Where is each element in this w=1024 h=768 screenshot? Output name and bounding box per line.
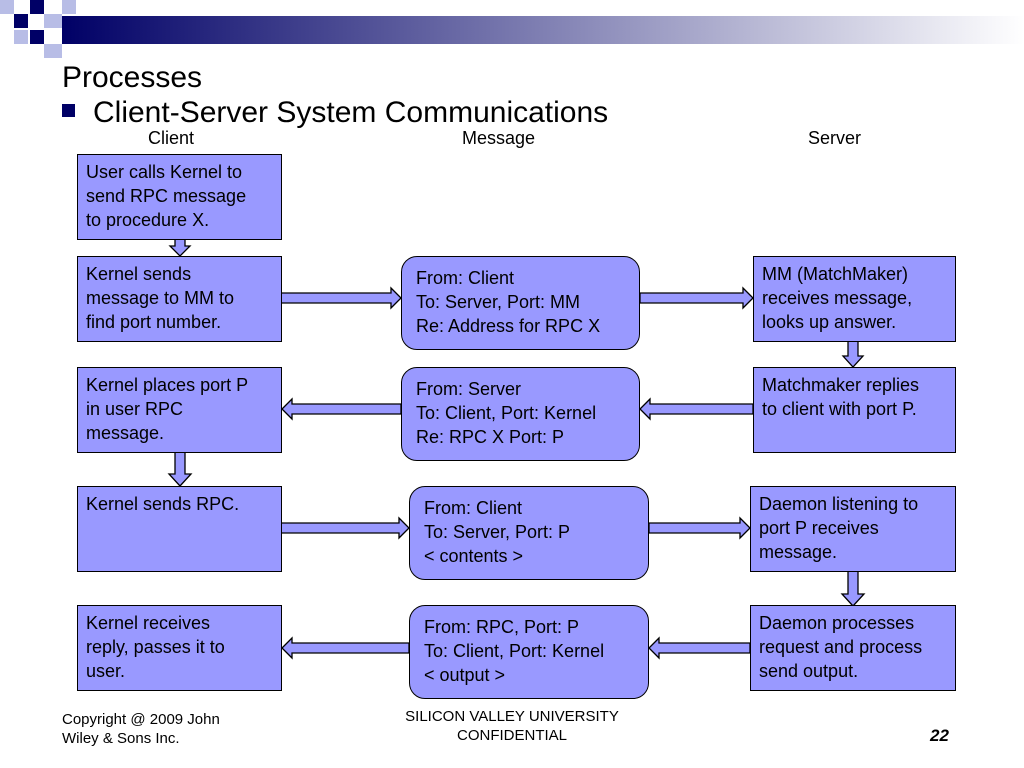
footer-copyright: Copyright @ 2009 John Wiley & Sons Inc. [62,711,220,747]
arrow-right-client2-msg1 [280,286,402,310]
client-step-4: Kernel sends RPC. [77,486,282,572]
message-4: From: RPC, Port: P To: Client, Port: Ker… [409,605,649,699]
footer-confidential: SILICON VALLEY UNIVERSITY CONFIDENTIAL [405,708,619,744]
arrow-left-server4-msg4 [648,636,751,660]
message-2: From: Server To: Client, Port: Kernel Re… [401,367,640,461]
client-step-5: Kernel receives reply, passes it to user… [77,605,282,691]
server-step-2: Matchmaker replies to client with port P… [753,367,956,453]
square-bullet-icon [62,104,75,117]
slide-subtitle: Client-Server System Communications [62,95,608,131]
arrow-right-msg3-server3 [648,516,751,540]
arrow-left-msg4-client5 [281,636,410,660]
arrow-down-client1-client2 [168,238,192,257]
subtitle-text: Client-Server System Communications [93,96,609,129]
message-3: From: Client To: Server, Port: P < conte… [409,486,649,580]
server-step-1: MM (MatchMaker) receives message, looks … [753,256,956,342]
arrow-right-msg1-server1 [639,286,754,310]
column-header-message: Message [462,128,536,148]
arrow-down-client3-client4 [167,451,193,487]
client-step-1: User calls Kernel to send RPC message to… [77,154,282,240]
arrow-right-client4-msg3 [280,516,410,540]
slide-title: Processes [62,61,203,94]
server-step-4: Daemon processes request and process sen… [750,605,956,691]
client-step-2: Kernel sends message to MM to find port … [77,256,282,342]
message-1: From: Client To: Server, Port: MM Re: Ad… [401,256,640,350]
page-number: 22 [930,726,949,745]
header-decoration [0,0,1024,58]
arrow-down-server3-server4 [840,570,866,607]
arrow-down-server1-server2 [841,340,865,368]
column-header-server: Server [808,128,862,148]
server-step-3: Daemon listening to port P receives mess… [750,486,956,572]
column-header-client: Client [148,128,195,148]
arrow-left-server2-msg2 [639,397,754,421]
arrow-left-msg2-client3 [281,397,402,421]
client-step-3: Kernel places port P in user RPC message… [77,367,282,453]
